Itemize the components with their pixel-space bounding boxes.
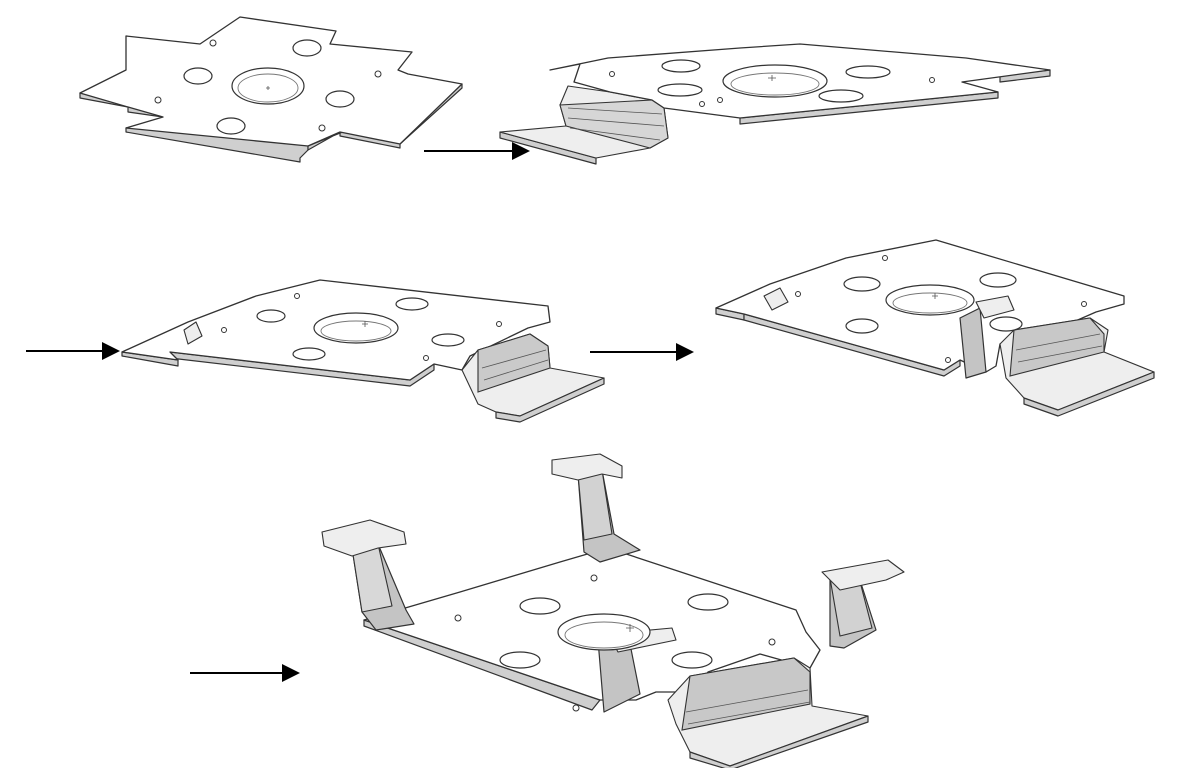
arrow-2 [26, 342, 120, 360]
step-3-second-bend [121, 279, 605, 423]
arrow-4 [190, 664, 300, 682]
arrow-3 [590, 343, 694, 361]
step-5-finished-bracket [321, 453, 905, 768]
step-4-third-bend [715, 239, 1155, 417]
step-1-flat-blank [79, 16, 463, 163]
step-2-first-bend [499, 43, 1051, 165]
arrow-1 [424, 142, 530, 160]
